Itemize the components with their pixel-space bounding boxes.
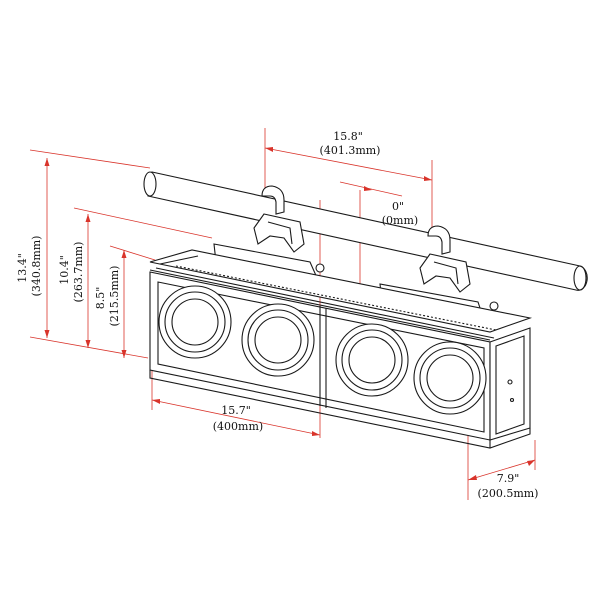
total-height-imperial: 13.4" <box>16 253 29 283</box>
clamp-spacing-metric: (401.3mm) <box>320 144 381 157</box>
lens-4 <box>413 341 487 415</box>
total-height-metric: (340.8mm) <box>30 236 43 297</box>
height-10-4-imperial: 10.4" <box>58 255 71 285</box>
clamp-spacing-imperial: 15.8" <box>333 130 363 143</box>
height-8-5-metric: (215.5mm) <box>108 266 121 327</box>
depth-imperial: 7.9" <box>497 472 520 485</box>
lens-2 <box>241 303 315 377</box>
module-width-dim-line <box>151 399 321 436</box>
lenses <box>158 285 487 415</box>
depth-dim-line <box>467 459 536 481</box>
offset-metric: (0mm) <box>382 214 418 227</box>
depth-metric: (200.5mm) <box>478 487 539 500</box>
lens-1 <box>158 285 232 359</box>
lens-3 <box>335 323 409 397</box>
module-width-metric: (400mm) <box>213 420 263 433</box>
height-10-4-metric: (263.7mm) <box>72 242 85 303</box>
top-rail <box>149 249 533 341</box>
dimension-labels: 15.8" (401.3mm) 0" (0mm) 15.7" (400mm) 7… <box>16 130 538 500</box>
module-width-imperial: 15.7" <box>221 404 251 417</box>
height-8-5-imperial: 8.5" <box>94 287 107 310</box>
offset-imperial: 0" <box>392 200 404 213</box>
offset-dim-line <box>339 181 403 197</box>
clamp-spacing-dim-line <box>264 147 433 181</box>
mounting-pipe <box>143 171 588 291</box>
